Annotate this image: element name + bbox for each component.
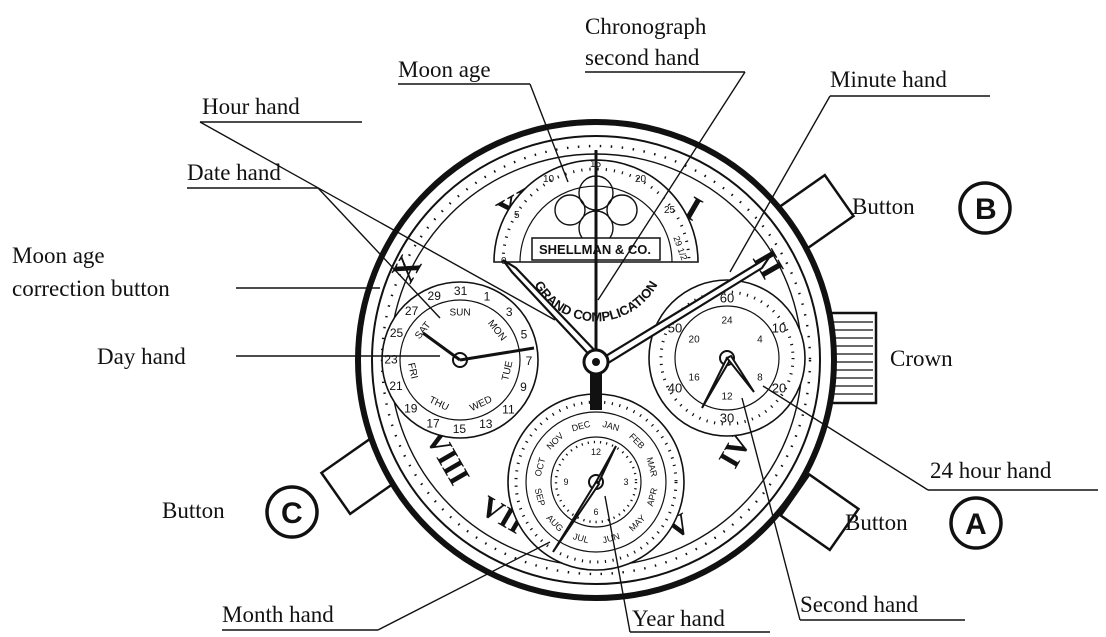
year-scale-0: 12 (591, 447, 601, 457)
register-outer-1: 10 (772, 321, 786, 336)
year-scale-2: 6 (593, 507, 598, 517)
label-moon-age: Moon age (398, 57, 491, 82)
button-c-marker: C (267, 487, 317, 537)
label-second-hand: Second hand (800, 592, 919, 617)
label-button-b: Button (852, 194, 915, 219)
label-moon-correction-line1: Moon age (12, 243, 105, 268)
date-scale-3: 3 (506, 305, 513, 319)
label-button-a: Button (845, 510, 908, 535)
label-day-hand: Day hand (97, 344, 186, 369)
button-b-marker: B (960, 183, 1010, 233)
label-moon-correction-line2: correction button (12, 276, 170, 301)
label-month-hand: Month hand (222, 602, 334, 627)
day-name-0: SUN (449, 308, 470, 319)
moon-scale-10: 10 (543, 174, 555, 185)
date-scale-4: 5 (521, 327, 528, 341)
label-date-hand: Date hand (187, 160, 281, 185)
label-minute-hand: Minute hand (830, 67, 947, 92)
register-inner-1: 4 (757, 335, 763, 346)
date-scale-1: 31 (454, 284, 468, 298)
date-scale-6: 9 (520, 380, 527, 394)
date-scale-0: 29 (428, 289, 442, 303)
date-scale-5: 7 (526, 354, 533, 368)
date-scale-8: 13 (479, 417, 493, 431)
label-year-hand: Year hand (632, 606, 725, 631)
label-hour-hand: Hour hand (202, 94, 300, 119)
svg-text:C: C (281, 497, 303, 530)
moon-scale-20: 20 (635, 174, 647, 185)
date-scale-10: 17 (426, 417, 440, 431)
register-inner-5: 20 (689, 335, 701, 346)
label-button-c: Button (162, 498, 225, 523)
register-inner-2: 8 (757, 373, 763, 384)
label-24-hour-hand: 24 hour hand (930, 458, 1052, 483)
date-scale-14: 25 (390, 326, 404, 340)
register-inner-3: 12 (721, 392, 733, 403)
date-scale-13: 23 (384, 353, 398, 367)
date-scale-2: 1 (484, 290, 491, 304)
date-scale-11: 19 (404, 402, 418, 416)
date-scale-15: 27 (405, 304, 419, 318)
svg-text:B: B (975, 193, 997, 226)
register-outer-3: 30 (720, 411, 734, 426)
date-scale-7: 11 (502, 402, 515, 416)
year-scale-1: 3 (623, 477, 628, 487)
register-outer-4: 40 (668, 381, 682, 396)
register-inner-4: 16 (689, 373, 701, 384)
year-scale-3: 9 (563, 477, 568, 487)
button-a-marker: A (951, 498, 1001, 548)
label-chronograph-line1: Chronograph (585, 14, 707, 39)
svg-text:A: A (965, 508, 987, 541)
date-scale-12: 21 (389, 379, 403, 393)
date-scale-9: 15 (453, 422, 467, 436)
moon-scale-25: 25 (664, 205, 676, 216)
label-crown: Crown (890, 346, 953, 371)
label-chronograph-line2: second hand (585, 45, 700, 70)
moon-scale-5: 5 (514, 210, 520, 221)
register-inner-0: 24 (721, 316, 733, 327)
